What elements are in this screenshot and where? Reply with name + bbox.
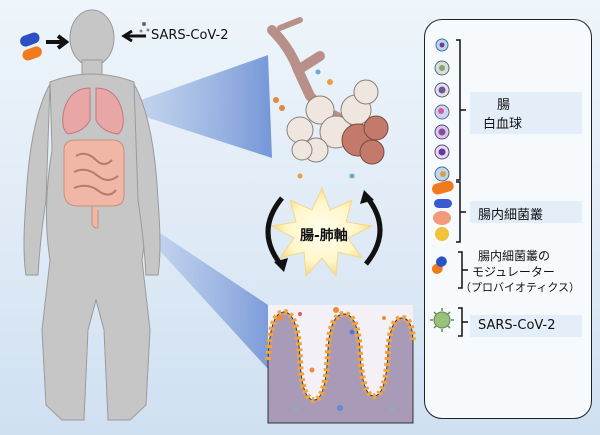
legend-leukocyte-line2: 白血球 — [483, 117, 523, 132]
virus-dot-icon — [142, 22, 146, 26]
legend-modulator-line2: モジュレーター — [472, 265, 555, 279]
virus-arrow-icon — [121, 29, 146, 43]
cycle-arrow-left-icon — [265, 196, 284, 268]
microbiota-icons — [432, 180, 454, 241]
legend-leukocyte-line1: 腸 — [497, 98, 511, 113]
lungs — [62, 87, 124, 135]
bracket-probiotics — [458, 251, 468, 289]
cycle-arrow-right-icon — [364, 194, 383, 266]
bracket-microbiota — [456, 181, 466, 243]
virus-legend-icon — [430, 308, 454, 332]
legend-label-bg-2 — [470, 201, 582, 223]
legend-virus: SARS-CoV-2 — [478, 318, 556, 333]
legend-label-bg-1 — [470, 92, 582, 134]
legend-label-bg-4 — [470, 315, 582, 337]
leukocyte-icons — [434, 38, 450, 182]
legend-microbiota: 腸内細菌叢 — [478, 208, 544, 223]
bracket-virus — [458, 307, 468, 337]
probiotic-legend-icon — [431, 256, 447, 274]
virus-label: SARS-CoV-2 — [151, 28, 229, 43]
alveoli-illustration — [267, 17, 389, 179]
bracket-leukocytes — [456, 39, 466, 181]
legend-modulator-line1: 腸内細菌叢の — [478, 249, 551, 263]
probiotic-capsule-icon — [20, 32, 42, 61]
axis-label: 腸-肺軸 — [300, 228, 348, 244]
intestines — [63, 139, 125, 229]
legend-modulator-line3: （プロバイオティクス） — [460, 281, 581, 294]
villi-illustration — [265, 305, 416, 424]
axis-starburst — [270, 186, 374, 278]
lung-beam — [118, 55, 272, 158]
capsule-arrow-icon — [46, 34, 70, 50]
